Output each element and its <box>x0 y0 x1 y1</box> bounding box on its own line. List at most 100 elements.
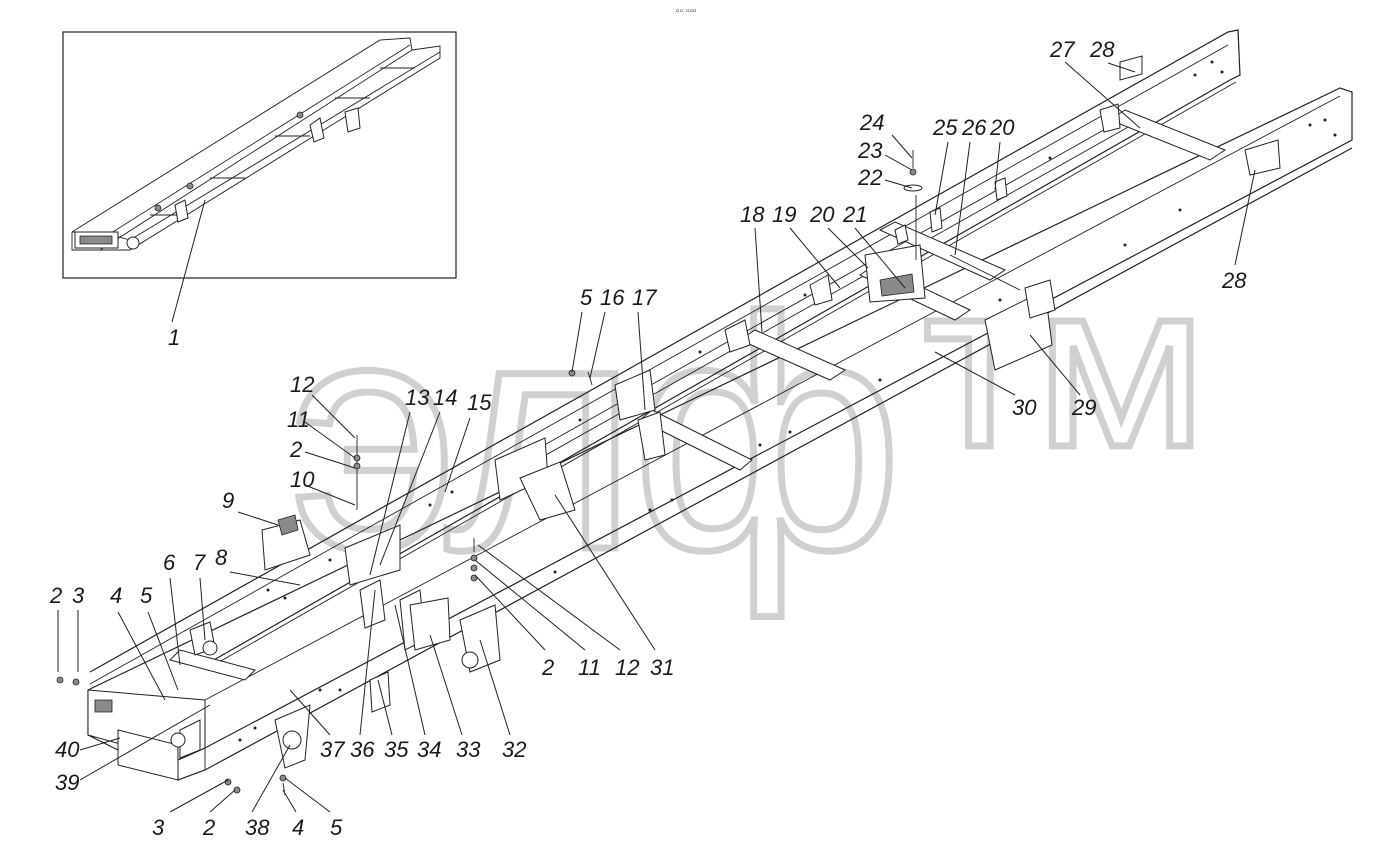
chassis-frame <box>56 29 1353 796</box>
callout-c-13: 13 <box>405 385 430 410</box>
callout-c-39: 39 <box>55 770 79 795</box>
leader-line-c-20a <box>827 227 869 269</box>
watermark-text: элф™ <box>290 249 1221 620</box>
leader-line-c-30 <box>934 351 1016 396</box>
callout-c-27: 27 <box>1049 37 1075 62</box>
leader-line-c-17 <box>637 311 646 411</box>
callout-c-5b: 5 <box>580 285 593 310</box>
callout-c-30: 30 <box>1012 395 1037 420</box>
callout-c-23: 23 <box>857 138 883 163</box>
leader-line-c-6 <box>169 577 181 666</box>
leader-line-c-32 <box>479 639 511 736</box>
callout-c-16: 16 <box>600 285 625 310</box>
leader-line-c-18 <box>754 227 763 333</box>
leader-line-c-21 <box>854 227 906 289</box>
callout-c-17: 17 <box>632 285 657 310</box>
leader-line-c-27 <box>1064 61 1141 129</box>
callout-c-22: 22 <box>857 165 882 190</box>
inset-chassis-miniature <box>71 37 441 251</box>
inset-frame <box>62 31 457 279</box>
leader-line-c-12a <box>311 394 356 439</box>
leader-line-c-26 <box>954 141 971 256</box>
leader-line-c-28b <box>1234 169 1256 266</box>
callout-c-9: 9 <box>222 488 234 513</box>
leader-line-c-36 <box>359 589 376 736</box>
callout-c-29: 29 <box>1071 395 1096 420</box>
callout-c-4a: 4 <box>110 583 122 608</box>
callout-c-2a: 2 <box>49 583 62 608</box>
leader-line-c-29 <box>1029 334 1081 396</box>
callout-c-1: 1 <box>168 325 180 350</box>
leader-line-c-5a <box>147 611 179 691</box>
callout-c-10: 10 <box>290 467 315 492</box>
leader-line-c-25 <box>934 141 949 216</box>
leader-line-c-37 <box>289 689 331 736</box>
leader-line-c-19 <box>789 227 841 289</box>
leader-line-c-10 <box>304 484 356 506</box>
rail-holes <box>238 60 1337 742</box>
leader-line-c-40 <box>79 737 121 751</box>
callout-c-15: 15 <box>467 390 492 415</box>
callout-c-28b: 28 <box>1221 268 1247 293</box>
leader-line-c-34 <box>394 604 426 736</box>
leader-line-c-2b <box>304 451 356 469</box>
callout-c-31: 31 <box>650 655 674 680</box>
callout-c-33: 33 <box>456 737 481 762</box>
callout-c-2c: 2 <box>541 655 554 680</box>
callout-c-36: 36 <box>350 737 375 762</box>
callout-c-25: 25 <box>932 115 958 140</box>
callout-c-11b: 11 <box>578 655 601 680</box>
leader-line-c-39 <box>79 704 211 781</box>
leader-lines <box>57 61 1256 813</box>
callout-c-21: 21 <box>842 202 867 227</box>
leader-line-c-2c <box>474 574 546 651</box>
callout-c-32: 32 <box>502 737 526 762</box>
leader-line-c-20b <box>994 141 1001 191</box>
callout-c-34: 34 <box>417 737 441 762</box>
leader-line-c-1 <box>171 199 206 323</box>
leader-line-c-24 <box>891 134 913 159</box>
callout-c-18: 18 <box>740 202 765 227</box>
leader-line-c-4a <box>117 611 166 701</box>
callout-c-28a: 28 <box>1089 37 1115 62</box>
callout-c-5c: 5 <box>330 815 343 840</box>
callout-c-3a: 3 <box>72 583 85 608</box>
leader-line-c-16 <box>589 311 606 379</box>
callout-c-20b: 20 <box>989 115 1015 140</box>
leader-line-c-8 <box>229 571 301 586</box>
leader-line-c-15 <box>444 417 471 493</box>
callout-c-11a: 11 <box>287 407 310 432</box>
leader-line-c-28a <box>1107 62 1136 73</box>
leader-line-c-2d <box>209 789 236 813</box>
callout-c-35: 35 <box>384 737 409 762</box>
callout-c-12b: 12 <box>615 655 639 680</box>
header-mark: ▫▫ ▫▫▫ <box>676 6 697 17</box>
callout-c-12a: 12 <box>290 372 314 397</box>
leader-line-c-22 <box>884 179 913 189</box>
leader-line-c-5b <box>571 311 583 373</box>
leader-line-c-23 <box>884 154 913 171</box>
leader-line-c-38 <box>251 744 291 813</box>
callout-c-20a: 20 <box>809 202 835 227</box>
leader-line-c-12b <box>477 544 621 651</box>
callout-c-5a: 5 <box>140 583 153 608</box>
leader-line-c-33 <box>429 634 463 736</box>
callout-c-24: 24 <box>859 110 884 135</box>
leader-line-c-11a <box>304 421 356 459</box>
callout-c-8: 8 <box>215 545 228 570</box>
callout-c-3b: 3 <box>152 815 165 840</box>
leader-line-c-9 <box>237 511 279 526</box>
callout-c-14: 14 <box>433 385 457 410</box>
callout-c-4b: 4 <box>292 815 304 840</box>
callout-c-2b: 2 <box>289 437 302 462</box>
leader-line-c-3b <box>169 779 229 813</box>
leader-line-c-11b <box>474 559 586 651</box>
callout-c-40: 40 <box>55 737 80 762</box>
callout-c-38: 38 <box>245 815 270 840</box>
leader-line-c-4b <box>282 789 297 813</box>
leader-line-c-13 <box>369 411 411 576</box>
callout-c-2d: 2 <box>202 815 215 840</box>
callout-c-7: 7 <box>193 550 206 575</box>
